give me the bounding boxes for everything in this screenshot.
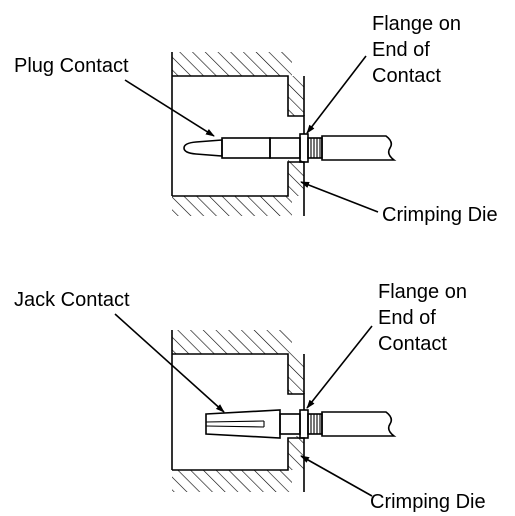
plug-die-leader <box>300 181 379 213</box>
jack-flange-label-line2: End of <box>378 307 436 329</box>
plug-contact-leader <box>124 79 215 137</box>
plug-flange-label-line3: Contact <box>372 65 441 87</box>
jack-die-outline <box>171 330 305 492</box>
jack-flange-label-line1: Flange on <box>378 281 467 303</box>
plug-flange-label-line2: End of <box>372 39 430 61</box>
jack-die-hatching <box>172 330 304 492</box>
jack-die-leader <box>300 455 373 497</box>
plug-die-outline <box>171 52 305 216</box>
plug-flange-label-line1: Flange on <box>372 13 461 35</box>
jack-flange-label-line3: Contact <box>378 333 447 355</box>
jack-contact-label: Jack Contact <box>14 289 130 311</box>
plug-die-hatching <box>172 52 304 216</box>
plug-flange-leader <box>306 55 367 134</box>
plug-contact-label: Plug Contact <box>14 55 129 77</box>
jack-die-label: Crimping Die <box>370 491 486 513</box>
jack-figure: Jack Contact Flange on End of Contact Cr… <box>14 281 486 513</box>
plug-contact-body <box>183 133 397 163</box>
plug-figure: Plug Contact Flange on End of Contact Cr… <box>14 13 498 226</box>
plug-die-label: Crimping Die <box>382 204 498 226</box>
jack-contact-body <box>205 409 397 439</box>
jack-flange-leader <box>306 325 373 409</box>
jack-contact-leader <box>114 313 225 413</box>
